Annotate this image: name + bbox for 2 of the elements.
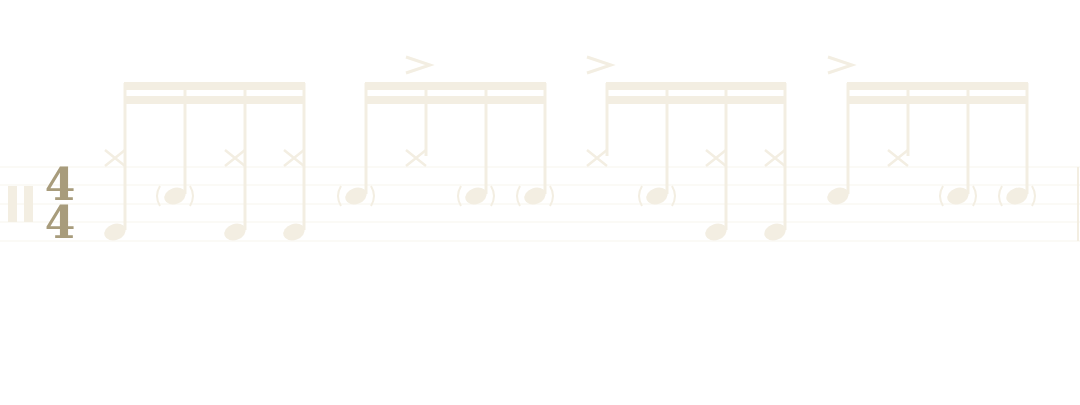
time-signature-number: 4 (43, 166, 77, 204)
time-signature-number: 4 (43, 204, 77, 242)
